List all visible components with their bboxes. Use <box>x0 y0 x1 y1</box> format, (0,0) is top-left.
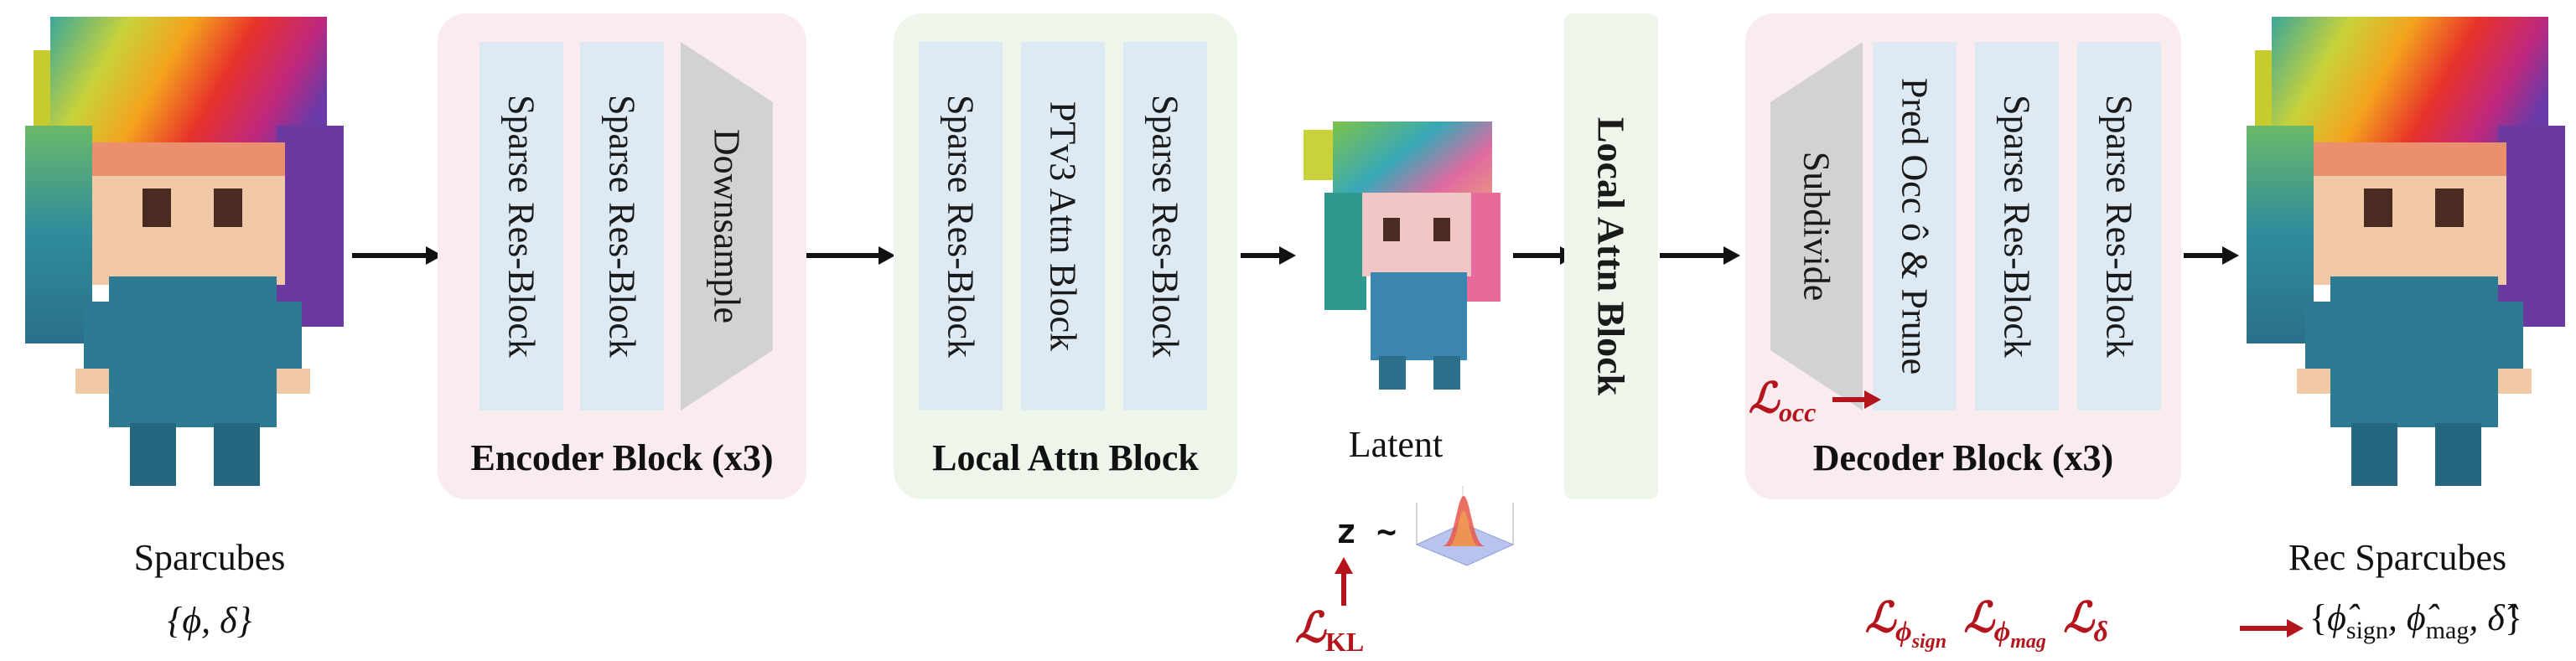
encoder-layer-1: Sparse Res-Block <box>479 42 563 411</box>
arrow-input-to-encoder <box>352 246 443 265</box>
kl-arrow-up <box>1335 557 1353 606</box>
decoder-layer-subdivide: Subdivide <box>1796 151 1837 302</box>
output-losses: ℒϕsign ℒϕmag ℒδ <box>1865 593 2108 653</box>
latent-z-prefix: z ~ <box>1335 513 1397 551</box>
arrow-attn-to-decoder <box>1660 246 1740 265</box>
decoder-layer-res-2: Sparse Res-Block <box>2077 42 2161 411</box>
middle-local-attn-block: Local Attn Block <box>1564 13 1658 499</box>
encoder-title: Encoder Block (x3) <box>470 437 774 478</box>
kl-loss: ℒKL <box>1295 604 1365 657</box>
local-attn-title: Local Attn Block <box>932 437 1199 478</box>
input-formula: {ϕ, δ} <box>167 600 252 641</box>
input-voxel-character <box>25 17 344 486</box>
arrow-decoder-to-output <box>2184 246 2239 265</box>
occ-arrow <box>1832 390 1881 409</box>
decoder-title: Decoder Block (x3) <box>1812 437 2114 478</box>
loss-phi-mag: ℒϕmag <box>1963 594 2046 653</box>
loss-phi-sign: ℒϕsign <box>1865 594 1947 653</box>
arrow-attn-to-latent <box>1241 246 1296 265</box>
latent-label: Latent <box>1348 424 1443 465</box>
arrow-encoder-to-attn <box>806 246 895 265</box>
input-label: Sparcubes <box>133 537 286 578</box>
encoder-layer-3: Downsample <box>706 128 748 324</box>
occ-loss: ℒocc <box>1749 374 1817 427</box>
decoder-layer-pred-occ: Pred Occ ô & Prune <box>1873 42 1957 411</box>
subdivide-trapezoid <box>1770 42 1863 411</box>
output-voxel-character <box>2247 17 2565 486</box>
latent-voxel-character <box>1304 121 1501 390</box>
output-label: Rec Sparcubes <box>2288 537 2507 578</box>
attn-layer-2: PTv3 Attn Block <box>1021 42 1105 411</box>
gaussian-plot-icon <box>1415 486 1515 566</box>
decoder-block: Subdivide Pred Occ ô & Prune Sparse Res-… <box>1745 13 2181 499</box>
downsample-trapezoid <box>681 42 773 411</box>
decoder-layer-res-1: Sparse Res-Block <box>1975 42 2059 411</box>
loss-delta: ℒδ <box>2063 594 2108 648</box>
local-attn-block: Sparse Res-Block PTv3 Attn Block Sparse … <box>894 13 1237 499</box>
output-formula: {ϕ̂sign, ϕ̂mag, δ̂} <box>2309 597 2522 644</box>
encoder-block: Sparse Res-Block Sparse Res-Block Downsa… <box>438 13 806 499</box>
loss-to-output-arrow <box>2240 619 2304 638</box>
attn-layer-3: Sparse Res-Block <box>1123 42 1207 411</box>
attn-layer-1: Sparse Res-Block <box>919 42 1003 411</box>
encoder-layer-2: Sparse Res-Block <box>580 42 664 411</box>
